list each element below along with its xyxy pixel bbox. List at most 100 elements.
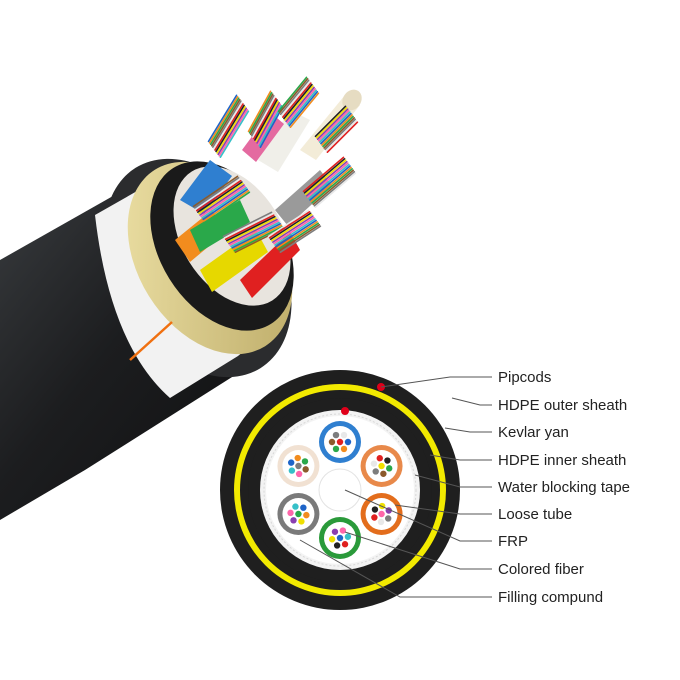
fiber-strand	[210, 98, 241, 147]
colored-fiber	[380, 470, 387, 477]
fiber-bundles-3d	[192, 76, 359, 253]
label-hdpe-outer-sheath: HDPE outer sheath	[498, 397, 628, 414]
colored-fiber	[336, 534, 344, 542]
fiber-strand	[200, 185, 246, 218]
fiber-strand	[324, 118, 357, 151]
colored-fiber	[295, 470, 303, 478]
label-pipcods: Pipcods	[498, 369, 552, 386]
colored-fiber	[331, 528, 339, 535]
frp-rod-end	[342, 89, 362, 111]
fiber-strand	[227, 217, 277, 243]
fiber-strand	[277, 76, 308, 113]
fiber-strand	[193, 177, 240, 209]
fiber-strand	[197, 181, 243, 213]
fiber-strand	[284, 85, 314, 121]
colored-fiber	[295, 510, 302, 518]
colored-fiber	[378, 510, 385, 518]
fiber-strand	[279, 225, 322, 253]
colored-fiber	[332, 445, 340, 453]
fiber-strand	[316, 108, 349, 141]
fiber-strand	[274, 218, 316, 246]
fiber-strand	[270, 213, 313, 242]
colored-fiber	[328, 438, 336, 446]
fiber-strand	[232, 224, 283, 251]
leader-filling	[299, 539, 492, 598]
colored-fiber	[336, 438, 344, 446]
fiber-strand	[277, 222, 320, 251]
tube-yellow	[200, 230, 268, 292]
colored-fiber	[371, 514, 378, 521]
fiber-strand	[282, 82, 312, 118]
fiber-strand	[254, 99, 278, 141]
fiber-strand	[253, 97, 277, 140]
fiber-strand	[278, 223, 321, 252]
leader-kevlar	[444, 427, 492, 433]
colored-fiber	[384, 457, 391, 464]
fiber-strand	[198, 182, 244, 215]
fiber-strand	[302, 156, 345, 193]
fiber-strand	[216, 106, 246, 154]
fiber-strand	[218, 108, 249, 157]
fiber-strand	[287, 89, 318, 126]
fiber-strand	[223, 213, 274, 239]
fiber-strand	[286, 88, 316, 124]
fiber-strand	[207, 94, 238, 143]
fiber-strand	[309, 165, 351, 201]
fiber-strand	[305, 160, 348, 197]
fiber-strand	[212, 100, 242, 148]
leader-pipcods	[380, 376, 492, 388]
leader-hdpe-outer	[451, 397, 492, 406]
fiber-strand	[285, 86, 315, 123]
fiber-strand	[204, 191, 251, 223]
fiber-strand	[229, 220, 279, 246]
colored-fiber	[287, 509, 294, 517]
colored-fiber	[344, 438, 352, 446]
fiber-strand	[314, 172, 357, 208]
colored-fiber	[344, 533, 352, 540]
fiber-strand	[201, 187, 247, 219]
tube-white	[258, 110, 310, 172]
cable-cross-section	[220, 370, 460, 610]
pipcod-inner	[341, 407, 349, 415]
label-loose-tube: Loose tube	[498, 506, 573, 523]
fiber-strand	[280, 80, 311, 117]
leader-lines	[299, 376, 492, 598]
fiber-strand	[307, 162, 349, 198]
fiber-strand	[289, 92, 320, 128]
fiber-strand	[314, 105, 347, 138]
fiber-strand	[222, 211, 273, 238]
fiber-strand	[275, 219, 317, 248]
fiber-strand	[215, 104, 245, 153]
fiber-strand	[214, 103, 244, 151]
fiber-strand	[257, 103, 282, 146]
fiber-strand	[217, 107, 248, 156]
colored-fiber	[295, 462, 302, 470]
fiber-strand	[194, 178, 241, 211]
fiber-strand	[310, 166, 352, 203]
fiber-strand	[248, 92, 273, 134]
colored-fiber	[378, 462, 385, 470]
fiber-strand	[288, 90, 319, 127]
colored-fiber	[341, 541, 349, 548]
fiber-strand	[233, 225, 284, 252]
fiber-strand	[213, 101, 243, 150]
label-kevlar-yan: Kevlar yan	[498, 424, 569, 441]
fiber-strand	[283, 83, 313, 120]
tube-green	[190, 200, 250, 252]
fiber-strand	[325, 119, 358, 152]
fiber-strand	[199, 184, 245, 216]
fiber-strand	[279, 79, 310, 116]
colored-fiber	[294, 454, 301, 462]
colored-fiber	[292, 503, 299, 510]
leader-colored-fiber	[344, 531, 492, 570]
colored-fiber	[287, 459, 295, 466]
fiber-strand	[326, 121, 359, 153]
frp-center	[318, 468, 362, 512]
fiber-strand	[272, 215, 314, 243]
fiber-strand	[273, 216, 315, 245]
fiber-strand	[209, 97, 240, 146]
fiber-strand	[247, 90, 272, 133]
tube-blue	[180, 160, 232, 214]
fiber-strand	[225, 215, 276, 242]
